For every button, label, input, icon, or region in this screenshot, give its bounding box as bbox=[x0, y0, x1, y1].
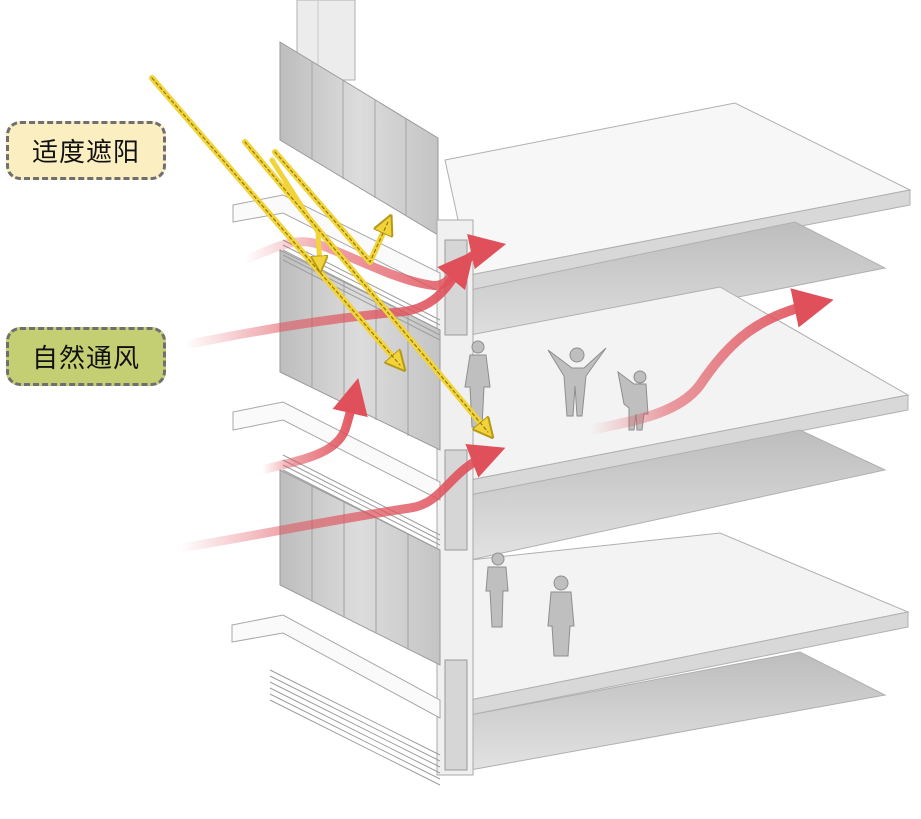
airflow-arrow bbox=[257, 377, 368, 475]
sun-ray-arrow bbox=[269, 157, 320, 266]
person-figure bbox=[547, 347, 607, 417]
ventilation-label: 自然通风 bbox=[6, 327, 166, 386]
facade-column bbox=[436, 219, 474, 776]
person-figure bbox=[547, 575, 575, 657]
airflow-arrow bbox=[585, 288, 834, 435]
floor-slabs bbox=[444, 102, 912, 771]
airflow-arrow bbox=[180, 250, 475, 350]
airflow-arrows bbox=[175, 233, 834, 553]
shading-label: 适度遮阳 bbox=[6, 121, 166, 180]
person-figure bbox=[485, 552, 509, 628]
sun-ray-arrows bbox=[149, 75, 488, 432]
people-figures bbox=[464, 340, 649, 657]
airflow-arrow bbox=[175, 444, 506, 553]
